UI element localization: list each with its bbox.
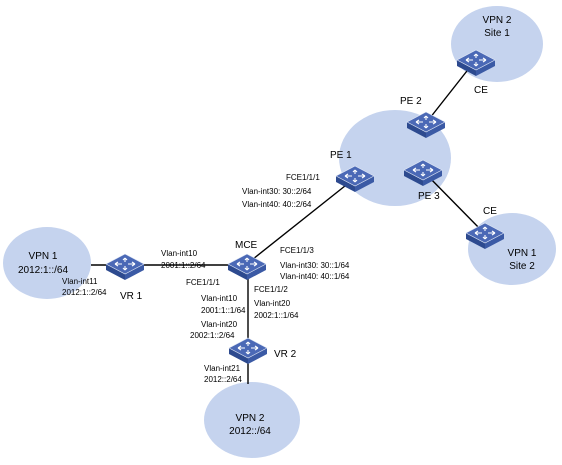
label-vr1-vlan11-name: Vlan-int11 [62, 277, 98, 286]
label-vr2-vlan20-addr: 2002:1::2/64 [190, 331, 235, 340]
label-mce: MCE [235, 240, 258, 251]
label-pe3: PE 3 [418, 191, 440, 202]
label-pe1-vlan40: Vlan-int40: 40::2/64 [242, 200, 312, 209]
label-mce-vlan10-name: Vlan-int10 [161, 249, 198, 258]
cloud-vpn2-bottom-line1: VPN 2 [236, 413, 265, 424]
label-vr1: VR 1 [120, 291, 143, 302]
label-mce-fce111-vlan10-name: Vlan-int10 [201, 294, 238, 303]
label-mce-vlan30: Vlan-int30: 30::1/64 [280, 261, 350, 270]
label-mce-port-fce112: FCE1/1/2 [254, 285, 288, 294]
cloud-vpn2-site1-line2: Site 1 [484, 28, 510, 39]
label-mce-vlan20-addr: 2002:1::1/64 [254, 311, 299, 320]
cloud-vpn1-site2-line2: Site 2 [509, 261, 535, 272]
label-pe1-port: FCE1/1/1 [286, 173, 320, 182]
label-mce-fce111-vlan10-addr: 2001:1::1/64 [201, 306, 246, 315]
cloud-vpn1-site2-line1: VPN 1 [508, 248, 537, 259]
label-vr2-vlan21-addr: 2012::2/64 [204, 375, 242, 384]
cloud-vpn1-left: VPN 1 2012:1::/64 [3, 227, 91, 299]
label-ce-top: CE [474, 85, 488, 96]
switch-vr1-icon[interactable] [105, 253, 145, 281]
label-vr2-vlan21-name: Vlan-int21 [204, 364, 241, 373]
switch-mce-icon[interactable] [227, 253, 267, 281]
label-vr1-vlan11-addr: 2012:1::2/64 [62, 288, 107, 297]
cloud-vpn1-left-line1: VPN 1 [29, 251, 58, 262]
cloud-vpn2-bottom-line2: 2012::/64 [229, 426, 271, 437]
cloud-vpn1-site2: VPN 1 Site 2 [468, 213, 556, 285]
label-pe1: PE 1 [330, 150, 352, 161]
link-mce-pe1 [247, 177, 356, 264]
switch-vr2-icon[interactable] [228, 337, 268, 365]
link-pe3-ce [423, 171, 485, 234]
label-pe2: PE 2 [400, 96, 422, 107]
label-mce-vlan20-name: Vlan-int20 [254, 299, 291, 308]
label-vr2: VR 2 [274, 349, 297, 360]
label-ce-right: CE [483, 206, 497, 217]
link-pe2-ce [425, 61, 475, 124]
label-pe1-vlan30: Vlan-int30: 30::2/64 [242, 187, 312, 196]
cloud-vpn2-site1: VPN 2 Site 1 [451, 6, 543, 82]
cloud-vpn1-left-line2: 2012:1::/64 [18, 265, 68, 276]
label-mce-vlan40: Vlan-int40: 40::1/64 [280, 272, 350, 281]
cloud-vpn2-site1-line1: VPN 2 [483, 15, 512, 26]
label-vr2-vlan20-name: Vlan-int20 [201, 320, 238, 329]
label-mce-vlan10-addr: 2001:1::2/64 [161, 261, 206, 270]
label-mce-port-fce111: FCE1/1/1 [186, 278, 220, 287]
cloud-vpn2-bottom: VPN 2 2012::/64 [204, 382, 300, 458]
label-mce-port-fce113: FCE1/1/3 [280, 246, 314, 255]
